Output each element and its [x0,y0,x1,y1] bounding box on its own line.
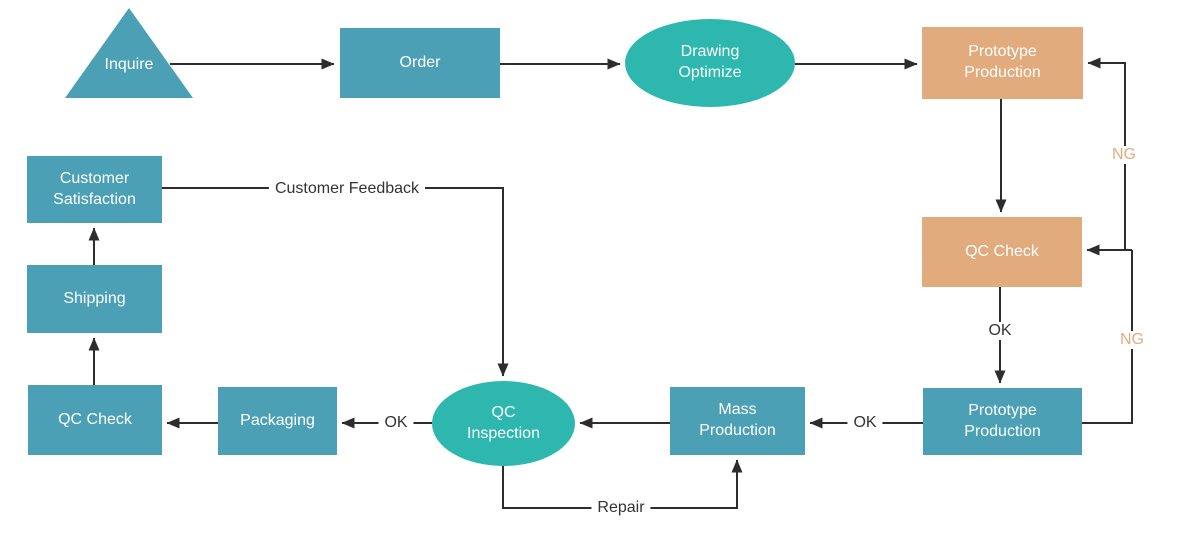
node-qc-check-left: QC Check [28,385,162,455]
node-prototype-production-top: Prototype Production [922,27,1083,99]
edge-label-ng-top: NG [1106,146,1142,164]
node-order: Order [340,28,500,98]
node-customer-satisfaction: Customer Satisfaction [27,156,162,223]
edge-label-customer-feedback: Customer Feedback [268,180,426,198]
node-qc-check-right: QC Check [922,217,1082,287]
edge-label-ng-bottom: NG [1114,331,1150,349]
node-prototype-production-bottom: Prototype Production [923,388,1082,455]
node-mass-production: Mass Production [670,387,805,455]
node-qc-inspection: QC Inspection [432,381,575,466]
node-shipping: Shipping [27,265,162,333]
node-inquire-triangle [65,8,193,98]
edge-label-repair: Repair [591,499,651,517]
edge-customer-feedback [162,187,509,377]
node-inquire-label: Inquire [104,56,154,73]
edge-label-ok-bottom-right: OK [847,414,883,432]
edge-label-ok-right-column: OK [982,322,1018,340]
node-drawing-optimize: Drawing Optimize [625,19,795,107]
edge-label-ok-bottom-left: OK [378,414,414,432]
node-packaging: Packaging [218,387,337,455]
